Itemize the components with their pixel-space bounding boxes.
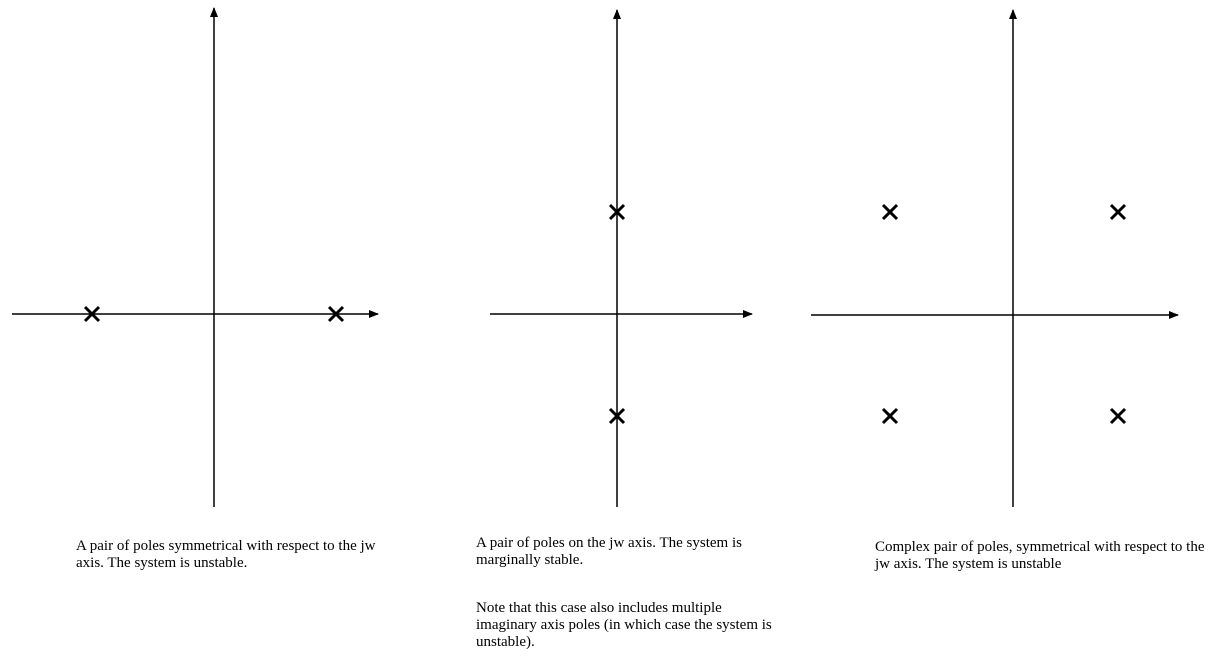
pole-marker — [83, 305, 101, 323]
pole-marker — [1109, 407, 1127, 425]
pole-marker — [1109, 203, 1127, 221]
panel-symmetric-real — [12, 7, 379, 507]
pole-marker — [608, 407, 626, 425]
pole-group — [608, 203, 626, 425]
pole-group — [83, 305, 345, 323]
pole-marker — [327, 305, 345, 323]
pole-marker — [608, 203, 626, 221]
panel-imaginary-axis — [490, 9, 753, 507]
panel-complex-symmetric — [811, 9, 1179, 507]
pole-marker — [881, 203, 899, 221]
caption-complex-symmetric: Complex pair of poles, symmetrical with … — [875, 539, 1205, 572]
pole-group — [881, 203, 1127, 425]
caption-imaginary-axis: A pair of poles on the jw axis. The syst… — [476, 535, 742, 568]
caption-symmetric-real: A pair of poles symmetrical with respect… — [76, 538, 376, 571]
pole-marker — [881, 407, 899, 425]
note-imaginary-axis: Note that this case also includes multip… — [476, 600, 772, 650]
